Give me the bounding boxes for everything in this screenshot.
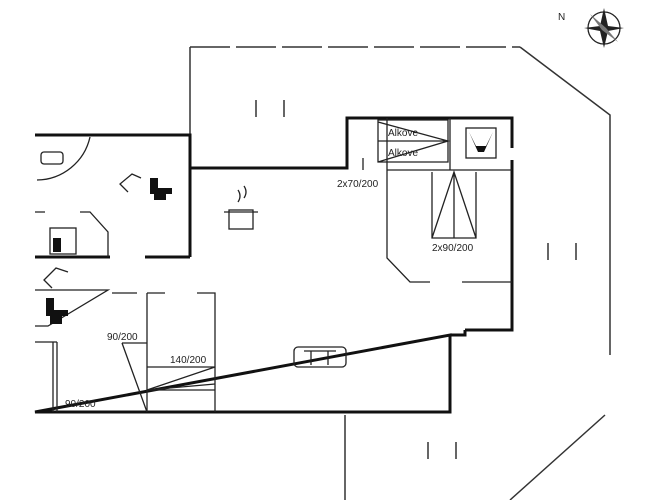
cooking-pot-icon [224,185,258,230]
sauna-icon [49,227,77,255]
interior-walls [35,118,512,413]
bed-size-label: 2x90/200 [432,243,474,254]
compass-icon [584,8,624,48]
compass-north-label: N [558,12,565,23]
bed-size-label: 90/200 [107,332,138,343]
bed-size-label: 2x70/200 [337,179,379,190]
sofa-icon [293,346,347,368]
toilet-icon [150,178,172,200]
toilet-icon [46,298,68,324]
terrace-outline [189,46,611,500]
bed-size-label: 90/200 [65,399,96,410]
bed-size-label: 140/200 [170,355,207,366]
shower-icon [43,173,142,289]
bathtub-icon [40,151,64,165]
alcove-label: Alkove [388,128,418,139]
wardrobe-icon [465,127,497,159]
alcove-label: Alkove [388,148,418,159]
